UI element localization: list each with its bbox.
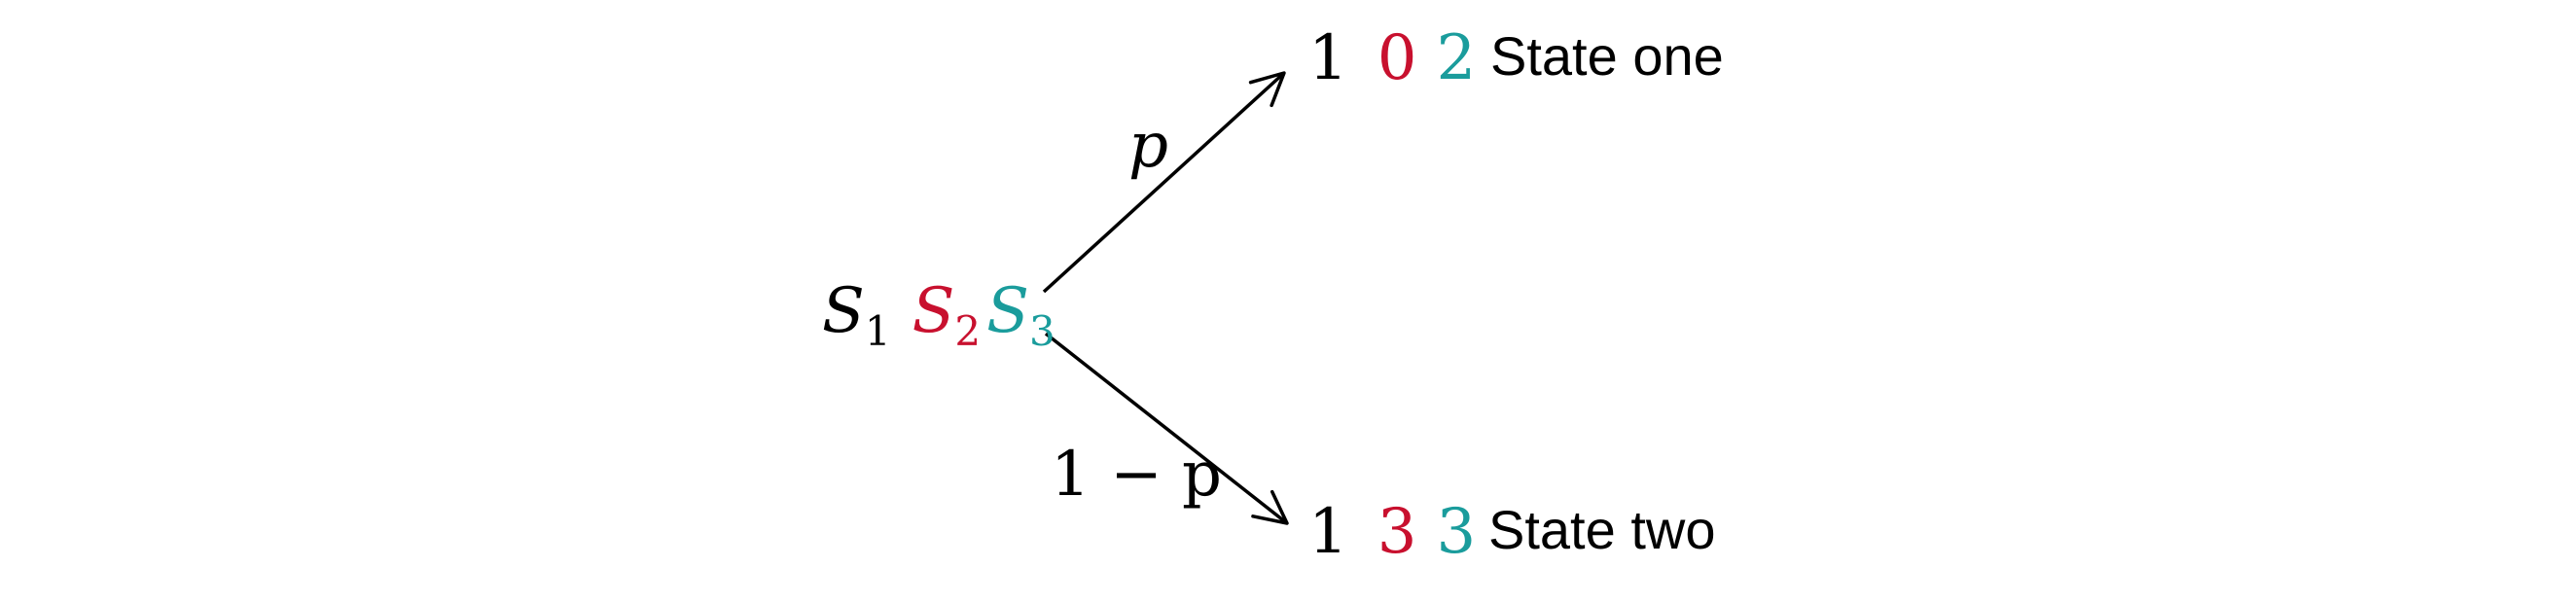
lower-edge-probability: 1 − p bbox=[1051, 443, 1222, 506]
s2-symbol: S bbox=[912, 275, 955, 347]
state-one-value-2: 0 bbox=[1377, 22, 1417, 94]
upper-edge-probability: p bbox=[1128, 110, 1168, 182]
s1-symbol: S bbox=[822, 275, 865, 347]
state-two-value-1: 1 bbox=[1308, 496, 1348, 568]
state-one-value-3: 2 bbox=[1436, 22, 1477, 94]
s3-symbol: S bbox=[986, 275, 1029, 347]
state-two-value-2: 3 bbox=[1377, 496, 1417, 568]
s1-subscript: 1 bbox=[864, 307, 891, 355]
s3-subscript: 3 bbox=[1029, 307, 1055, 355]
state-one-value-1: 1 bbox=[1308, 22, 1348, 94]
source-s1: S1 bbox=[822, 275, 891, 352]
s2-subscript: 2 bbox=[954, 307, 982, 355]
state-one-label: State one bbox=[1490, 25, 1724, 87]
lower-edge-probability-text: 1 − p bbox=[1051, 439, 1222, 511]
source-s3: S3 bbox=[986, 275, 1055, 352]
state-two-label: State two bbox=[1488, 499, 1716, 560]
source-s2: S2 bbox=[912, 275, 982, 352]
lower-arrow bbox=[1044, 332, 1289, 525]
state-two-value-3: 3 bbox=[1436, 496, 1477, 568]
upper-arrow bbox=[1042, 71, 1286, 294]
